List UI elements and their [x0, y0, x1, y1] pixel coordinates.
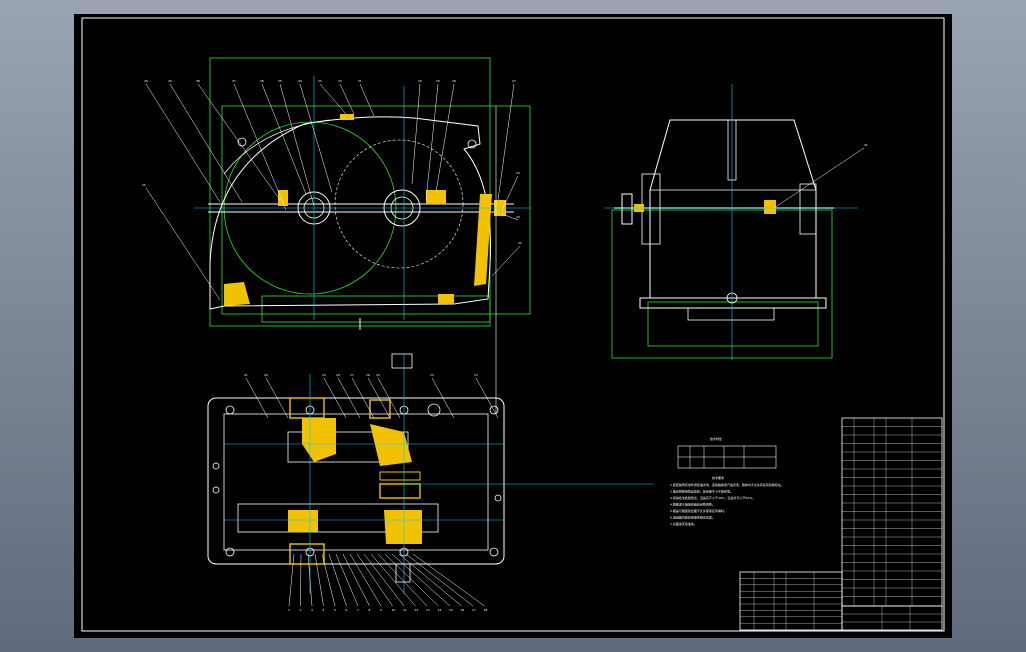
front-callout: 40	[144, 79, 148, 83]
top-callout: 14	[430, 373, 434, 377]
top-callout: 15	[376, 373, 380, 377]
top-callout: 15	[449, 608, 453, 612]
top-callout: 4	[323, 608, 325, 612]
front-callout: 35	[278, 79, 282, 83]
front-callout: 24	[516, 171, 520, 175]
spec-table-title: 技术特性	[710, 436, 722, 441]
top-callout: 7	[357, 608, 359, 612]
tech-requirement-line: 1.装配前所有零件用煤油清洗，滚动轴承用汽油清洗，箱体内不允许有任何杂物存在。	[670, 482, 784, 487]
top-callout: 18	[336, 373, 340, 377]
front-view[interactable]: 40 39 38 37 36 35 34 33 32 31 30 29 28 27 25 24 23 22	[142, 57, 531, 414]
tech-requirements-title: 技术要求	[712, 475, 724, 480]
tech-requirement-line: 2.啮合侧隙用铅丝检验，其余量不小于规定值。	[670, 489, 733, 494]
side-view-callout: 41	[864, 143, 868, 147]
top-callout: 13	[426, 608, 430, 612]
front-callout: 38	[196, 79, 200, 83]
side-view[interactable]: 41	[604, 84, 868, 360]
front-callout: 25	[142, 183, 146, 187]
top-callout: 3	[311, 608, 313, 612]
top-callout: 20	[264, 373, 268, 377]
top-callout: 5	[334, 608, 336, 612]
top-callout: 6	[346, 608, 348, 612]
tech-requirement-line: 6.减速器内装润滑油至规定高度。	[670, 515, 715, 520]
top-callout: 19	[322, 373, 326, 377]
top-callout: 16	[366, 373, 370, 377]
front-callout: 32	[338, 79, 342, 83]
front-callout: 27	[512, 79, 516, 83]
tech-requirement-line: 4.圆锥滚子轴承的轴向间隙调整。	[670, 502, 715, 507]
tech-requirement-line: 5.箱盖与箱座接合面不允许使用任何填料。	[670, 508, 727, 513]
front-callout: 34	[298, 79, 302, 83]
top-callout: 17	[350, 373, 354, 377]
top-callout: 1	[288, 608, 290, 612]
top-callout: 16	[461, 608, 465, 612]
front-callout: 39	[168, 79, 172, 83]
top-callout: 12	[415, 608, 419, 612]
top-callout: 17	[472, 608, 476, 612]
top-callout: 9	[380, 608, 382, 612]
front-callout: 33	[318, 79, 322, 83]
front-callout: 37	[232, 79, 236, 83]
parts-list	[739, 417, 943, 631]
top-callout: 2	[300, 608, 302, 612]
front-callout: 22	[518, 241, 522, 245]
top-callout: 11	[403, 608, 407, 612]
top-callout: 8	[369, 608, 371, 612]
front-callout: 29	[436, 79, 440, 83]
front-callout: 30	[418, 79, 422, 83]
tech-requirement-line: 3.用涂色法检验斑点，沿齿高不小于40%，沿齿长不小于50%。	[670, 495, 755, 500]
top-callout: 14	[438, 608, 442, 612]
spec-table: 技术特性 技术要求 1.装配前所有零件用煤油清洗，滚动轴承用汽油清洗，箱体内不允…	[670, 436, 784, 526]
sheet-frame	[81, 17, 945, 632]
tech-requirement-line: 7.表面涂灰色油漆。	[670, 521, 697, 526]
top-callout: 21	[244, 373, 248, 377]
front-callout: 36	[260, 79, 264, 83]
top-callout: 13	[474, 373, 478, 377]
front-callout: 28	[452, 79, 456, 83]
front-callout: 23	[516, 215, 520, 219]
top-callout: 10	[392, 608, 396, 612]
top-callout: 18	[484, 608, 488, 612]
front-callout: 31	[358, 79, 362, 83]
